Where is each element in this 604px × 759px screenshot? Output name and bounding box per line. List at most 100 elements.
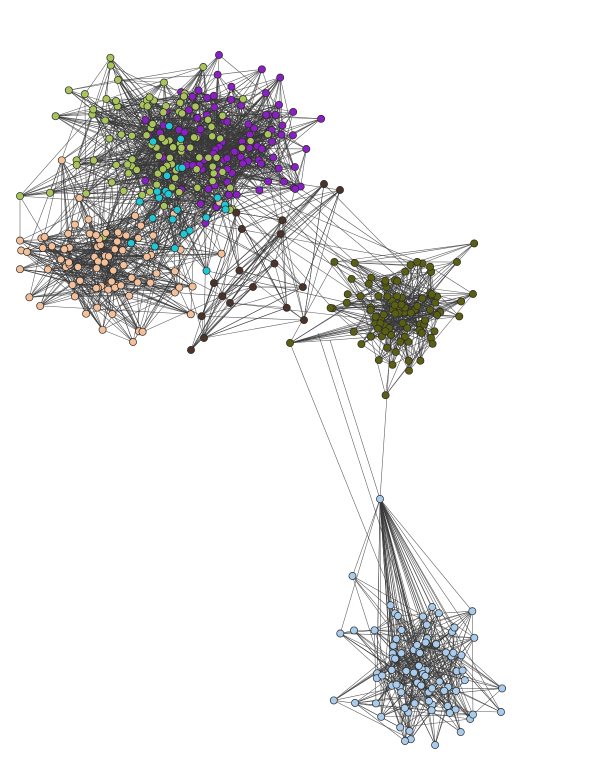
graph-node-peach xyxy=(104,252,113,261)
graph-node-olive xyxy=(406,308,415,317)
graph-edge xyxy=(289,331,354,344)
graph-edge xyxy=(112,313,134,343)
graph-node-olive xyxy=(343,290,352,299)
graph-edge xyxy=(61,160,80,199)
graph-node-peach xyxy=(36,301,45,310)
graph-edge xyxy=(19,196,45,238)
graph-edge xyxy=(379,498,463,671)
graph-node-light-blue xyxy=(413,641,422,649)
graph-node-yellow-green xyxy=(207,122,216,131)
graph-edge xyxy=(92,109,154,236)
graph-node-dark-brown xyxy=(298,283,307,292)
graph-edge xyxy=(114,249,151,283)
graph-edge xyxy=(379,498,457,692)
graph-node-cyan xyxy=(149,137,158,146)
graph-node-yellow-green xyxy=(263,130,272,139)
graph-edge xyxy=(429,266,474,295)
graph-edge xyxy=(404,271,416,310)
graph-node-yellow-green xyxy=(160,202,168,210)
graph-edge xyxy=(431,709,502,713)
graph-node-olive xyxy=(469,290,477,298)
graph-edge xyxy=(217,69,262,75)
graph-edge xyxy=(379,498,422,686)
graph-node-peach xyxy=(134,234,143,242)
graph-node-light-blue xyxy=(397,649,406,658)
graph-node-yellow-green xyxy=(80,90,89,99)
graph-node-yellow-green xyxy=(152,180,161,189)
graph-edge xyxy=(203,228,243,339)
graph-edge xyxy=(282,220,305,321)
graph-node-yellow-green xyxy=(46,188,54,197)
graph-edge xyxy=(51,197,80,247)
graph-node-yellow-green xyxy=(64,86,73,95)
graph-node-purple xyxy=(227,82,236,91)
graph-node-olive xyxy=(326,303,335,312)
graph-node-yellow-green xyxy=(209,169,218,178)
graph-edge xyxy=(116,106,118,165)
graph-edge xyxy=(123,256,147,266)
graph-edge xyxy=(152,208,233,219)
graph-edge xyxy=(218,54,280,106)
graph-node-yellow-green xyxy=(123,160,132,169)
graph-node-light-blue xyxy=(370,626,379,635)
graph-edge xyxy=(111,182,116,250)
graph-node-peach xyxy=(47,242,56,251)
graph-node-purple xyxy=(255,186,264,195)
graph-node-cyan xyxy=(202,213,211,222)
graph-edge xyxy=(117,74,218,81)
graph-edge xyxy=(379,498,448,706)
graph-node-dark-brown xyxy=(300,316,308,325)
graph-edge xyxy=(222,183,325,297)
graph-node-yellow-green xyxy=(128,155,137,164)
graph-node-purple xyxy=(232,190,241,199)
graph-node-light-blue xyxy=(421,638,430,647)
graph-node-yellow-green xyxy=(192,165,201,174)
graph-edge xyxy=(374,615,399,631)
graph-edge xyxy=(60,259,193,287)
graph-edge xyxy=(354,702,432,711)
graph-edge xyxy=(218,170,240,271)
graph-node-yellow-green xyxy=(177,143,186,152)
graph-node-yellow-green xyxy=(237,144,246,152)
graph-node-purple xyxy=(269,153,278,162)
graph-edge xyxy=(401,606,433,631)
graph-edge xyxy=(340,633,397,685)
graph-edge xyxy=(68,66,204,91)
graph-edge xyxy=(61,160,76,297)
graph-edge xyxy=(378,295,401,342)
graph-node-yellow-green xyxy=(218,167,227,176)
graph-edge xyxy=(279,77,294,136)
graph-edge xyxy=(110,57,133,136)
graph-edge xyxy=(69,219,89,248)
graph-edge xyxy=(114,287,223,297)
graph-node-purple xyxy=(275,100,283,109)
graph-node-peach xyxy=(101,229,110,237)
graph-node-olive xyxy=(406,260,415,269)
graph-edge xyxy=(410,670,463,740)
graph-edge xyxy=(198,54,220,91)
graph-node-purple xyxy=(291,185,300,193)
graph-node-cyan xyxy=(127,239,136,248)
graph-edge xyxy=(424,293,474,325)
graph-node-cyan xyxy=(168,215,177,224)
graph-edge xyxy=(150,282,193,287)
graph-node-olive xyxy=(356,292,365,301)
graph-edge xyxy=(65,205,165,268)
graph-node-olive xyxy=(379,310,388,319)
graph-node-purple xyxy=(274,164,283,173)
graph-node-peach xyxy=(75,194,84,202)
graph-node-peach xyxy=(136,221,145,230)
graph-node-light-blue xyxy=(458,666,467,675)
graph-node-olive xyxy=(455,312,464,321)
graph-edge xyxy=(49,192,143,196)
graph-edge xyxy=(190,302,231,351)
graph-node-yellow-green xyxy=(195,153,204,162)
graph-edge xyxy=(93,109,209,190)
graph-edge xyxy=(332,308,378,329)
graph-edge xyxy=(213,183,325,284)
graph-node-dark-brown xyxy=(235,266,244,275)
graph-node-cyan xyxy=(135,197,144,206)
graph-node-peach xyxy=(74,263,82,271)
graph-edge xyxy=(240,77,281,106)
node-layer xyxy=(16,51,507,749)
